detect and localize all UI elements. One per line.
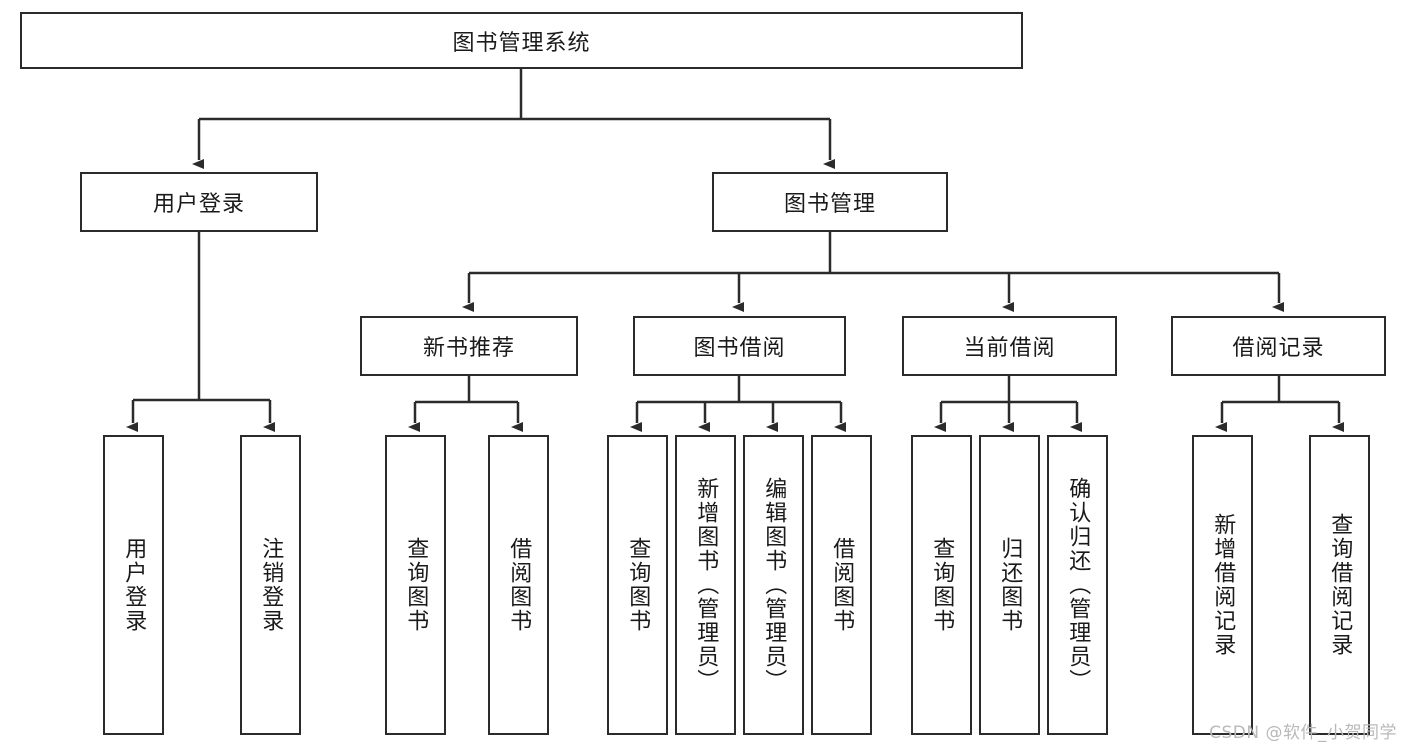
node-current-borrowing[interactable]: 当前借阅 — [902, 316, 1117, 376]
leaf-user-login[interactable]: 用户登录 — [103, 435, 164, 735]
node-book-management-label: 图书管理 — [783, 192, 876, 217]
leaf-add-book-admin-label: 新增图书（管理员） — [693, 477, 719, 693]
leaf-logout[interactable]: 注销登录 — [240, 435, 301, 735]
leaf-query-book-2[interactable]: 查询图书 — [607, 435, 668, 735]
node-book-borrowing[interactable]: 图书借阅 — [633, 316, 846, 376]
leaf-logout-label: 注销登录 — [258, 537, 284, 633]
leaf-return-book-label: 归还图书 — [997, 537, 1023, 633]
node-new-book-recommendation-label: 新书推荐 — [422, 336, 515, 361]
leaf-query-book-3-label: 查询图书 — [929, 537, 955, 633]
node-user-login-label: 用户登录 — [152, 192, 245, 217]
leaf-add-borrow-record-label: 新增借阅记录 — [1210, 513, 1236, 657]
node-root-book-management-system[interactable]: 图书管理系统 — [20, 12, 1023, 69]
node-borrowing-record-label: 借阅记录 — [1232, 336, 1325, 361]
leaf-edit-book-admin[interactable]: 编辑图书（管理员） — [743, 435, 804, 735]
leaf-edit-book-admin-label: 编辑图书（管理员） — [761, 477, 787, 693]
node-current-borrowing-label: 当前借阅 — [963, 336, 1056, 361]
leaf-confirm-return-admin[interactable]: 确认归还（管理员） — [1047, 435, 1108, 735]
node-book-management[interactable]: 图书管理 — [712, 172, 948, 232]
leaf-borrow-book-1-label: 借阅图书 — [506, 537, 532, 633]
leaf-query-borrow-record-label: 查询借阅记录 — [1327, 513, 1353, 657]
leaf-add-book-admin[interactable]: 新增图书（管理员） — [675, 435, 736, 735]
leaf-query-book-2-label: 查询图书 — [625, 537, 651, 633]
node-new-book-recommendation[interactable]: 新书推荐 — [360, 316, 578, 376]
node-root-label: 图书管理系统 — [452, 30, 591, 56]
node-user-login[interactable]: 用户登录 — [80, 172, 318, 232]
leaf-query-borrow-record[interactable]: 查询借阅记录 — [1309, 435, 1370, 735]
leaf-query-book-3[interactable]: 查询图书 — [911, 435, 972, 735]
node-borrowing-record[interactable]: 借阅记录 — [1171, 316, 1386, 376]
leaf-borrow-book-2[interactable]: 借阅图书 — [811, 435, 872, 735]
leaf-add-borrow-record[interactable]: 新增借阅记录 — [1192, 435, 1253, 735]
leaf-query-book-1-label: 查询图书 — [403, 537, 429, 633]
leaf-borrow-book-1[interactable]: 借阅图书 — [488, 435, 549, 735]
leaf-confirm-return-admin-label: 确认归还（管理员） — [1065, 477, 1091, 693]
leaf-borrow-book-2-label: 借阅图书 — [829, 537, 855, 633]
leaf-query-book-1[interactable]: 查询图书 — [385, 435, 446, 735]
node-book-borrowing-label: 图书借阅 — [693, 336, 786, 361]
leaf-user-login-label: 用户登录 — [121, 537, 147, 633]
leaf-return-book[interactable]: 归还图书 — [979, 435, 1040, 735]
